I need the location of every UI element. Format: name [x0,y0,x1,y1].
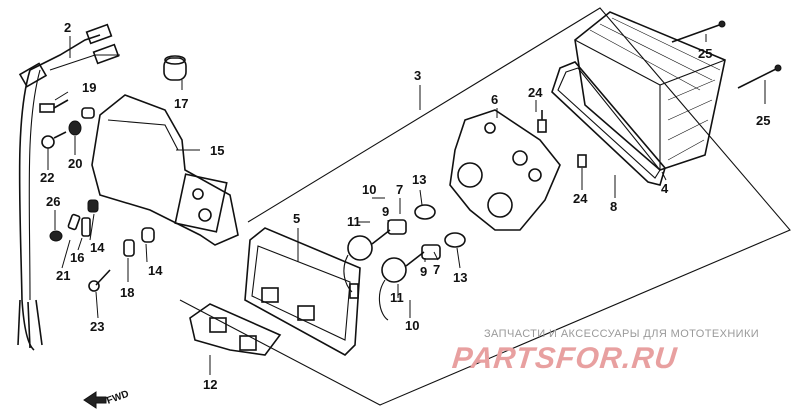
bulbs-sockets [343,204,466,321]
watermark-subtitle: ЗАПЧАСТИ И АКСЕССУАРЫ ДЛЯ МОТОТЕХНИКИ [484,328,759,340]
label-7a: 7 [396,182,403,197]
label-21: 21 [56,268,70,283]
label-17: 17 [174,96,188,111]
label-2: 2 [64,20,71,35]
fwd-label: FWD [105,389,130,407]
label-11a: 11 [347,214,361,229]
label-13b: 13 [453,270,467,285]
label-19: 19 [82,80,96,95]
watermark: ЗАПЧАСТИ И АКСЕССУАРЫ ДЛЯ МОТОТЕХНИКИ PA… [451,328,759,375]
label-24a: 24 [528,85,543,100]
label-9a: 9 [382,204,389,219]
base-plate [244,227,361,356]
label-15: 15 [210,143,224,158]
leader-lines [47,34,766,375]
label-25a: 25 [698,46,712,61]
label-8: 8 [610,199,617,214]
rear-cover [91,94,239,246]
label-11b: 11 [390,290,404,305]
label-10a: 10 [362,182,376,197]
label-6: 6 [491,92,498,107]
screws-25 [671,20,782,89]
label-14a: 14 [90,240,105,255]
label-3: 3 [414,68,421,83]
reflector-housing [449,109,587,231]
label-20: 20 [68,156,82,171]
label-12: 12 [203,377,217,392]
label-7b: 7 [433,262,440,277]
label-18: 18 [120,285,134,300]
watermark-brand: PARTSFOR.RU [451,342,680,375]
assembly-frame [179,7,791,406]
part-labels: 2 19 17 15 22 20 26 21 16 14 14 18 23 3 … [40,20,770,392]
label-16: 16 [70,250,84,265]
label-23: 23 [90,319,104,334]
label-5: 5 [293,211,300,226]
label-25b: 25 [756,113,770,128]
tail-lens [551,11,726,186]
small-parts-left [39,55,187,149]
label-14b: 14 [148,263,163,278]
label-4: 4 [661,181,669,196]
grommets-bolts [49,199,155,292]
label-9b: 9 [420,264,427,279]
gasket-12 [189,303,282,356]
label-22: 22 [40,170,54,185]
label-26: 26 [46,194,60,209]
label-24b: 24 [573,191,588,206]
wire-harness [17,23,120,351]
label-10b: 10 [405,318,419,333]
label-13a: 13 [412,172,426,187]
fwd-arrow: FWD [83,389,130,409]
